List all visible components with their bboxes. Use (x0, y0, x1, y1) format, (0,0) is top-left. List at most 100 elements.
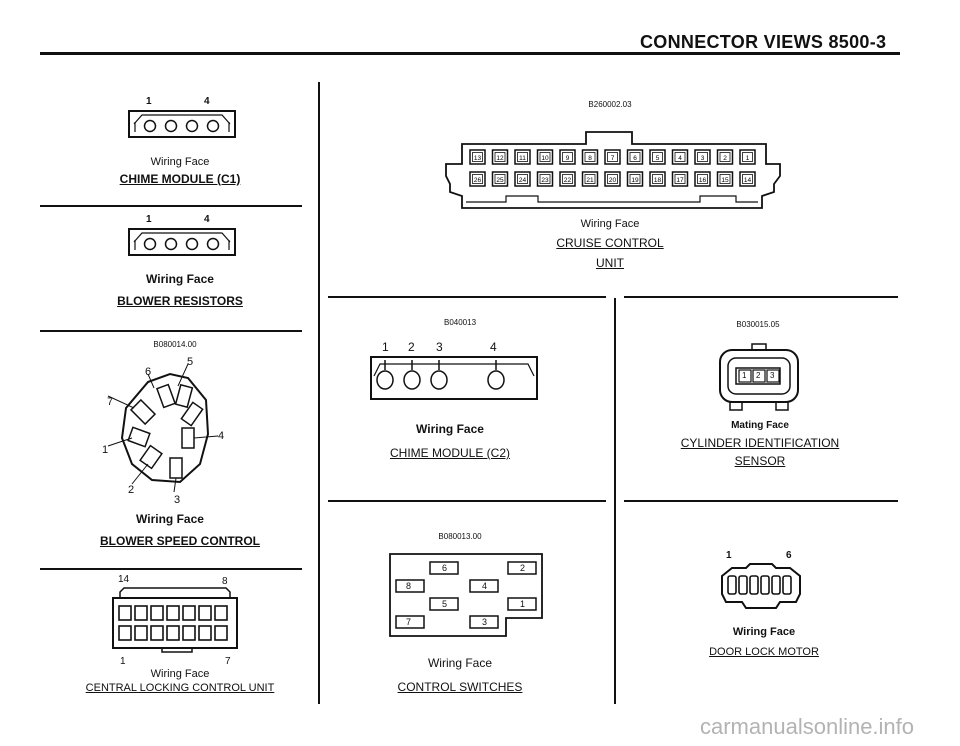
face-label: Wiring Face (427, 656, 492, 670)
pin-number: 21 (586, 177, 594, 184)
pin-label: 7 (107, 396, 114, 408)
pin-label: 5 (442, 599, 448, 609)
pin-label: 5 (187, 356, 194, 368)
pin-cavity-inner (584, 152, 596, 162)
pin-cavity-inner (652, 174, 663, 184)
pin-cavity-inner (539, 174, 551, 184)
pin-cavity-inner (674, 174, 686, 184)
pin-cavity (626, 171, 644, 187)
part-code: B080014.00 (153, 340, 197, 349)
column-divider-right (614, 298, 616, 704)
pin-cavity (739, 171, 756, 187)
connector-title-line2: SENSOR (734, 454, 786, 468)
pin-cavity (649, 149, 666, 165)
pin-number: 13 (474, 155, 482, 162)
pin-label: 1 (742, 371, 747, 380)
pin-cavity (671, 149, 689, 165)
connector-diagram (389, 553, 543, 637)
pin-number: 23 (541, 177, 549, 184)
pin-cavity (536, 171, 554, 187)
pin-number: 4 (678, 155, 682, 162)
pin-label: 3 (770, 371, 775, 380)
pin-cavity (514, 171, 531, 187)
pin-cavity-inner (562, 152, 573, 162)
pin-label: 2 (128, 484, 135, 496)
pin-label: 1 (520, 599, 526, 609)
pin-cavity-inner (652, 152, 663, 162)
pin-cavity-inner (629, 152, 641, 162)
pin-label: 1 (146, 214, 152, 225)
pin-label: 2 (756, 371, 761, 380)
pin-number: 14 (744, 177, 752, 184)
pin-cavity (469, 149, 486, 165)
pin-label: 6 (442, 563, 448, 573)
section-rule (624, 296, 898, 298)
pin-number: 1 (746, 155, 750, 162)
pin-label: 4 (490, 340, 497, 354)
connector-title: CHIME MODULE (C1) (119, 172, 241, 186)
pin-number: 15 (721, 177, 729, 184)
pin-number: 26 (474, 177, 482, 184)
pin-cavity-inner (719, 152, 731, 162)
connector-title: CRUISE CONTROL (556, 236, 664, 250)
pin-number: 7 (611, 155, 615, 162)
pin-label: 4 (204, 96, 210, 107)
pin-cavity-inner (584, 174, 596, 184)
part-code: B040013 (443, 318, 477, 327)
pin-cavity-inner (719, 174, 731, 184)
pin-label: 1 (726, 550, 732, 561)
pin-cavity (604, 149, 621, 165)
part-code: B260002.03 (588, 100, 632, 109)
pin-number: 5 (656, 155, 660, 162)
pin-cavity-inner (472, 152, 483, 162)
pin-cavity (469, 171, 486, 187)
pin-cavity-inner (494, 152, 506, 162)
pin-cavity-inner (697, 152, 708, 162)
pin-label: 1 (102, 444, 109, 456)
pin-label: 2 (520, 563, 526, 573)
pin-label: 4 (482, 581, 488, 591)
pin-label: 3 (482, 617, 488, 627)
header-rule (40, 52, 900, 55)
pin-cavity (694, 171, 711, 187)
pin-cavity (694, 149, 711, 165)
pin-cavity-inner (539, 152, 551, 162)
pin-label: 8 (406, 581, 412, 591)
section-rule (624, 500, 898, 502)
pin-cavity-inner (629, 174, 641, 184)
section-rule (40, 205, 302, 207)
pin-cavity-inner (607, 174, 618, 184)
pin-number: 24 (519, 177, 527, 184)
pin-cavity-inner (472, 174, 483, 184)
pin-cavity (559, 149, 576, 165)
pin-label: 3 (174, 494, 181, 506)
part-code: B080013.00 (438, 532, 482, 541)
connector-title-line2: UNIT (596, 256, 624, 270)
face-label: Wiring Face (136, 512, 204, 526)
pin-cavity (581, 171, 599, 187)
pin-label: 3 (436, 340, 443, 354)
connector-diagram (719, 343, 799, 411)
pin-label: 8 (222, 576, 228, 587)
connector-title: BLOWER SPEED CONTROL (99, 534, 260, 548)
pin-cavity (536, 149, 554, 165)
pin-number: 10 (541, 155, 549, 162)
pin-cavity (491, 171, 509, 187)
connector-title: CONTROL SWITCHES (397, 680, 523, 694)
pin-cavity-inner (697, 174, 708, 184)
pin-number: 12 (496, 155, 504, 162)
pin-label: 7 (406, 617, 412, 627)
pin-number: 18 (654, 177, 662, 184)
pin-number: 19 (631, 177, 639, 184)
pin-number: 17 (676, 177, 684, 184)
pin-cavity (559, 171, 576, 187)
pin-cavity-inner (742, 152, 753, 162)
connector-title: BLOWER RESISTORS (117, 294, 243, 308)
pin-number: 22 (564, 177, 572, 184)
pin-cavity-inner (742, 174, 753, 184)
pin-label: 4 (218, 430, 225, 442)
pin-cavity-inner (674, 152, 686, 162)
face-label: Wiring Face (150, 668, 210, 680)
pin-cavity-inner (607, 152, 618, 162)
